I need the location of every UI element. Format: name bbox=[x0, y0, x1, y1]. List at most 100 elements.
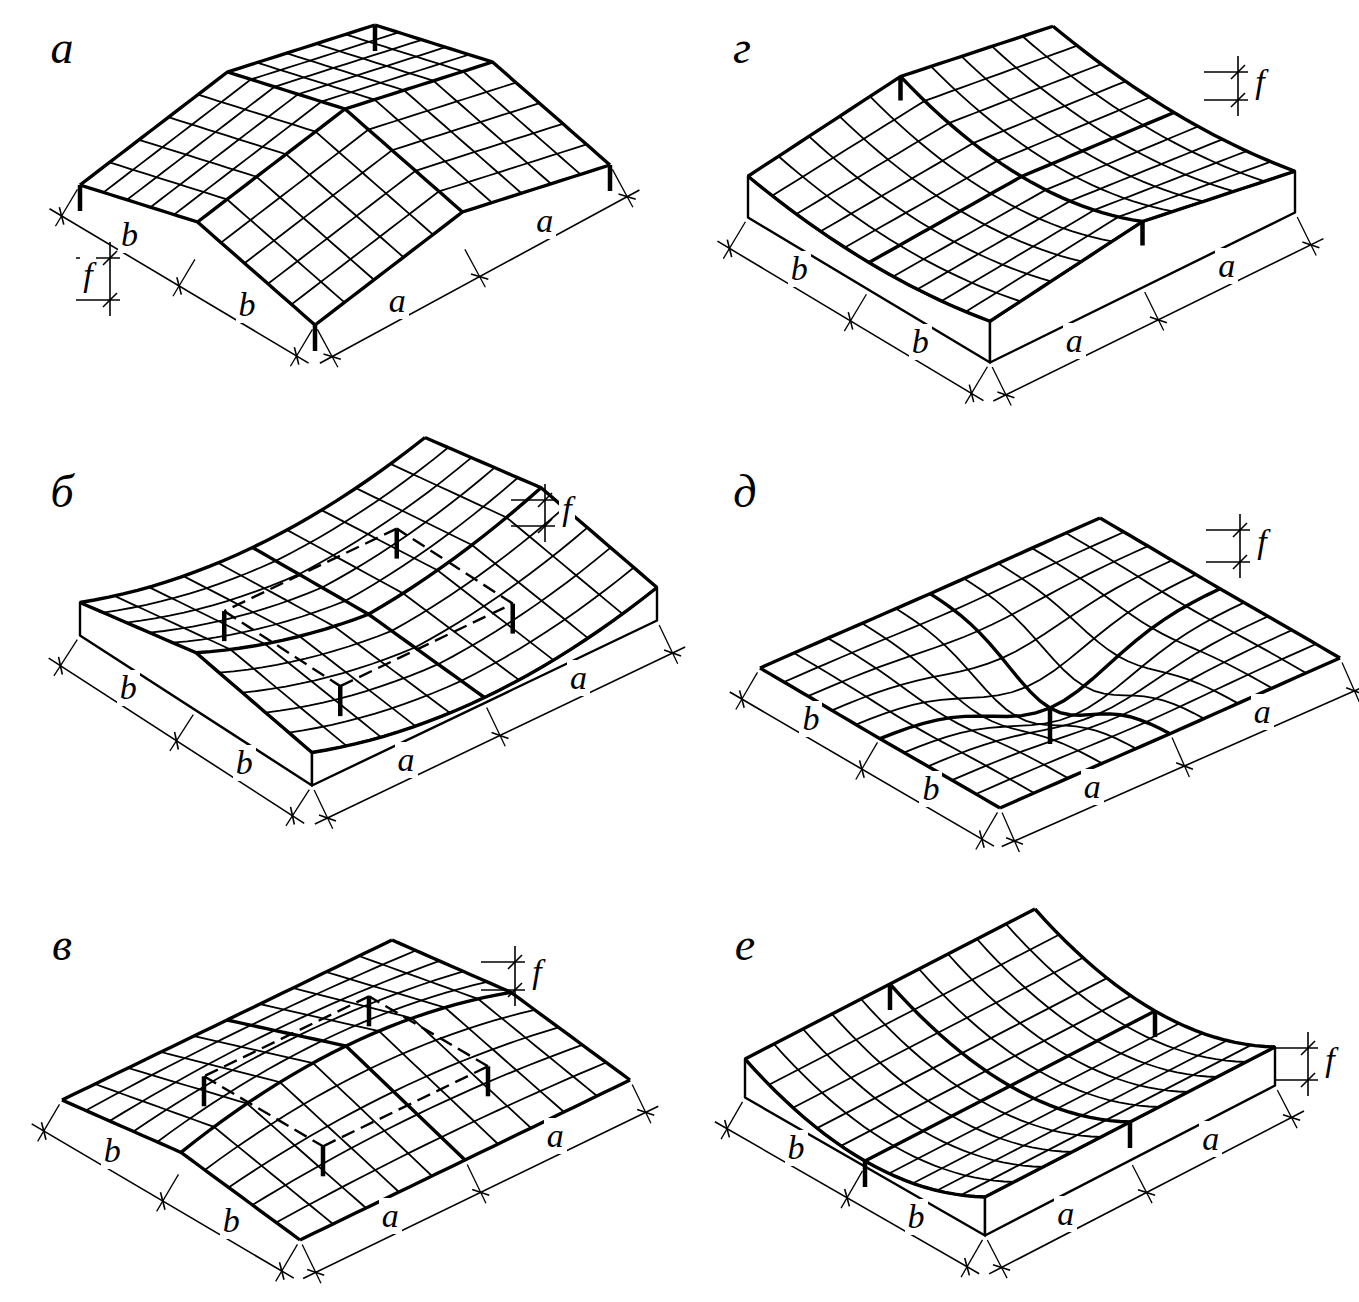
column-post bbox=[888, 984, 893, 1010]
extension-line bbox=[1342, 663, 1359, 702]
dimension-line bbox=[717, 241, 983, 400]
panel-letter: е bbox=[732, 921, 758, 969]
extension-line bbox=[317, 329, 338, 367]
dimension-label: b bbox=[909, 324, 932, 360]
extension-line bbox=[481, 989, 525, 990]
dimension-label: f bbox=[559, 491, 574, 527]
grid-line bbox=[990, 171, 1295, 321]
grid-line bbox=[896, 609, 1136, 749]
grid-line bbox=[392, 940, 630, 1080]
dimension-tick bbox=[59, 207, 63, 224]
shell-panel bbox=[32, 940, 659, 1283]
dimension-line bbox=[1239, 514, 1241, 578]
column-post bbox=[863, 1161, 868, 1187]
grid-line bbox=[748, 176, 990, 321]
dimension-tick bbox=[324, 354, 341, 359]
grid-line bbox=[391, 464, 623, 614]
grid-line bbox=[198, 95, 433, 235]
grid-line bbox=[205, 1010, 535, 1170]
grid-line bbox=[779, 156, 1021, 301]
extension-line bbox=[1172, 738, 1189, 777]
extension-line bbox=[992, 367, 1011, 406]
panel-letter: а bbox=[48, 24, 77, 72]
grid-line bbox=[952, 630, 1292, 780]
grid-line bbox=[1066, 533, 1306, 673]
dimension-label: b bbox=[101, 1133, 124, 1169]
dimension-line bbox=[715, 1122, 979, 1274]
tie-line bbox=[323, 1066, 488, 1146]
dimension-line bbox=[1237, 56, 1239, 116]
dimension-tick bbox=[969, 385, 973, 402]
extension-line bbox=[38, 1104, 60, 1141]
dimension-tick bbox=[175, 732, 179, 750]
extension-line bbox=[55, 189, 77, 226]
dimension-label: b bbox=[236, 287, 259, 323]
grid-line bbox=[375, 25, 610, 165]
grid-line bbox=[62, 1100, 300, 1240]
grid-line bbox=[1032, 548, 1272, 688]
dimension-tick bbox=[845, 1189, 850, 1206]
grid-line bbox=[869, 113, 1174, 263]
dimension-tick bbox=[860, 760, 865, 777]
dimension-label: a bbox=[544, 1118, 567, 1154]
dimension-line bbox=[109, 242, 111, 316]
extension-line bbox=[612, 169, 633, 207]
grid-line bbox=[150, 468, 495, 633]
dimension-label: a bbox=[533, 203, 556, 239]
extension-line bbox=[1274, 1047, 1318, 1048]
dimension-tick bbox=[980, 830, 985, 847]
grid-line bbox=[893, 126, 1198, 276]
grid-line bbox=[300, 1080, 630, 1240]
dimension-tick bbox=[997, 392, 1014, 398]
grid-line bbox=[998, 563, 1238, 703]
dimension-label: a bbox=[1199, 1121, 1222, 1157]
tie-line bbox=[340, 604, 513, 687]
column-post bbox=[608, 165, 613, 191]
grid-line bbox=[962, 56, 1204, 201]
tie-line bbox=[204, 996, 369, 1076]
extension-line bbox=[1274, 1079, 1318, 1080]
extension-line bbox=[659, 625, 678, 664]
dimension-tick bbox=[1176, 763, 1193, 770]
grid-line bbox=[356, 488, 588, 638]
dimension-tick bbox=[1006, 838, 1023, 845]
column-post bbox=[338, 686, 343, 716]
grid-line bbox=[276, 1062, 606, 1222]
tie-line bbox=[397, 529, 513, 604]
grid-line bbox=[221, 83, 516, 243]
extension-line bbox=[54, 640, 77, 676]
dimension-label: f bbox=[1322, 1042, 1337, 1078]
extension-line bbox=[511, 499, 555, 500]
dimension-line bbox=[993, 239, 1323, 401]
dimension-tick bbox=[41, 1122, 46, 1139]
grid-line bbox=[992, 46, 1234, 191]
grid-line bbox=[292, 144, 587, 304]
dimension-line bbox=[320, 190, 640, 363]
dimension-tick bbox=[177, 277, 181, 294]
grid-line bbox=[1100, 518, 1340, 658]
grid-line bbox=[821, 81, 1126, 231]
grid-line bbox=[937, 1041, 1227, 1191]
grid-line bbox=[86, 950, 416, 1110]
slab-edge bbox=[990, 171, 1295, 362]
column-post bbox=[1048, 708, 1053, 744]
grid-line bbox=[1053, 26, 1295, 171]
column-post bbox=[78, 185, 83, 211]
grid-line bbox=[316, 44, 551, 184]
grid-line bbox=[1000, 658, 1340, 808]
dimension-label: a bbox=[395, 742, 418, 778]
grid-line bbox=[260, 1004, 498, 1144]
tie-line bbox=[224, 529, 397, 612]
grid-line bbox=[985, 1047, 1275, 1197]
column-post bbox=[367, 996, 372, 1026]
grid-line bbox=[856, 575, 1196, 725]
extension-line bbox=[987, 1240, 1007, 1278]
column-post bbox=[1128, 1122, 1133, 1148]
grid-line bbox=[257, 63, 492, 203]
dimension-line bbox=[49, 658, 305, 823]
grid-line bbox=[1035, 909, 1275, 1047]
extension-line bbox=[481, 961, 525, 962]
tie-line bbox=[224, 611, 340, 686]
extension-line bbox=[1002, 813, 1019, 852]
column-post bbox=[321, 1146, 326, 1176]
